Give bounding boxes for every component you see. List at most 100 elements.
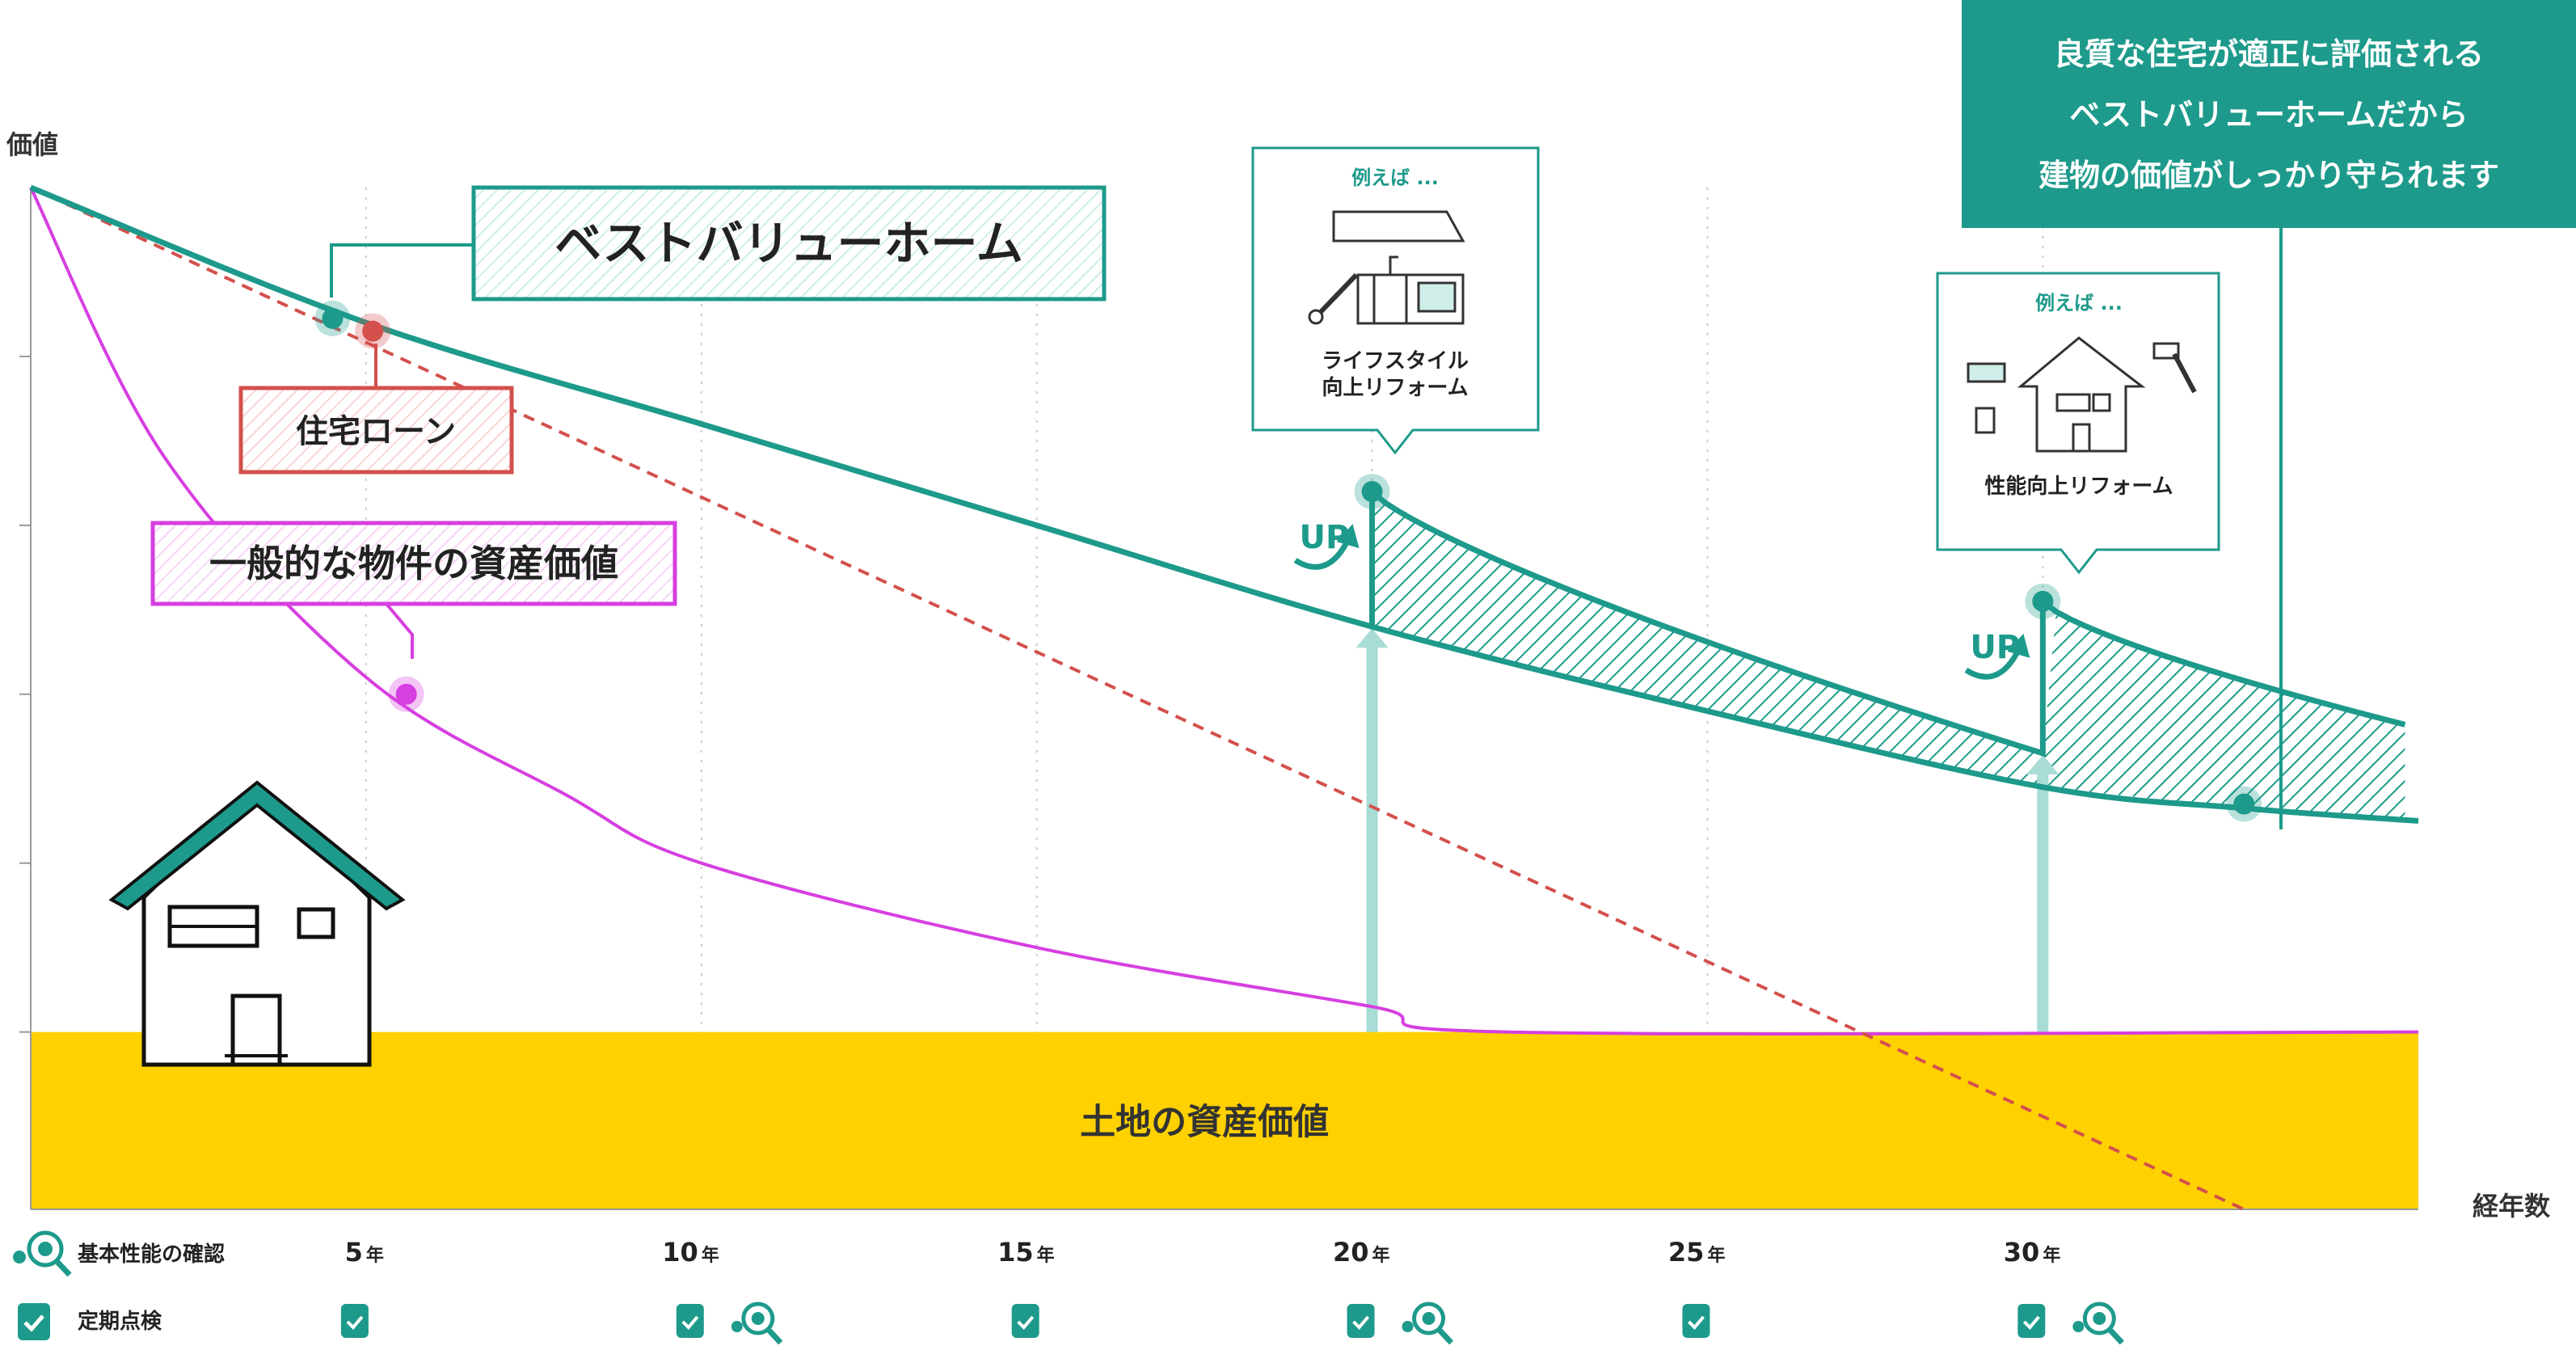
land-value-label: 土地の資産価値 bbox=[1080, 1101, 1329, 1142]
reform-callout-performance: 例えば ... 性能向上リフォーム bbox=[1936, 272, 2220, 575]
checklist-body bbox=[2017, 1304, 2046, 1338]
y-ticks bbox=[19, 355, 31, 1033]
checklist-check bbox=[346, 1315, 364, 1330]
banner-line-1: 良質な住宅が適正に評価される bbox=[2054, 36, 2484, 72]
legend-item-checkup: 定期点検 bbox=[18, 1303, 162, 1340]
bvh-line bbox=[29, 184, 2419, 824]
axes: 価値 経年数 bbox=[6, 129, 2551, 1221]
gear-dot bbox=[731, 1321, 743, 1332]
callout-line-1: 性能向上リフォーム bbox=[1984, 474, 2173, 499]
inspection-icon bbox=[1402, 1301, 1454, 1345]
x-tick-unit: 年 bbox=[1707, 1245, 1725, 1266]
legend-item-inspection: 基本性能の確認 bbox=[13, 1230, 225, 1277]
marker-dot bbox=[395, 683, 417, 705]
legend-label: 定期点検 bbox=[78, 1309, 162, 1334]
general-label: 一般的な物件の資産価値 bbox=[209, 542, 618, 585]
up-arrow-shaft bbox=[2037, 762, 2049, 1032]
bvh-label: ベストバリューホーム bbox=[554, 216, 1022, 271]
up-curve bbox=[1964, 648, 2022, 680]
x-tick-unit: 年 bbox=[702, 1245, 719, 1266]
gear-dot bbox=[1402, 1321, 1414, 1332]
callout-line-2: 向上リフォーム bbox=[1322, 375, 1468, 400]
callout-title: 例えば ... bbox=[1351, 167, 1439, 189]
house-door bbox=[230, 994, 282, 1067]
checklist-check bbox=[2022, 1315, 2040, 1330]
checklist-icon bbox=[676, 1304, 704, 1338]
gear-dot bbox=[2072, 1321, 2085, 1332]
general-connector bbox=[385, 602, 414, 659]
marker-dot bbox=[2032, 590, 2054, 612]
checklist-check bbox=[1352, 1315, 1370, 1330]
banner-line-2: ベストバリューホームだから bbox=[2069, 97, 2468, 133]
up-arrow-head bbox=[1355, 628, 1389, 648]
x-tick-unit: 年 bbox=[1372, 1245, 1390, 1266]
inspection-icon bbox=[2072, 1301, 2124, 1345]
x-tick-unit: 年 bbox=[1037, 1245, 1055, 1266]
up-arrow-head bbox=[2026, 754, 2060, 774]
y-axis-label: 価値 bbox=[6, 129, 58, 160]
loan-label-box: 住宅ローン bbox=[238, 386, 514, 475]
x-axis-label: 経年数 bbox=[2473, 1191, 2551, 1221]
up-arrow-shaft bbox=[1366, 636, 1378, 1032]
up-curve-head bbox=[2007, 633, 2030, 658]
banner-line-3: 建物の価値がしっかり守られます bbox=[2038, 158, 2499, 193]
x-tick-label: 15 bbox=[997, 1237, 1034, 1268]
x-tick-unit: 年 bbox=[2043, 1245, 2060, 1266]
lens-ring bbox=[2082, 1301, 2116, 1335]
up-curve bbox=[1293, 538, 1351, 570]
land-value-bar bbox=[31, 1031, 2418, 1209]
lens-handle bbox=[2107, 1327, 2124, 1345]
inspection-icon bbox=[13, 1230, 72, 1277]
callout-title: 例えば ... bbox=[2035, 292, 2123, 314]
house-illustration bbox=[108, 780, 406, 1067]
lens-handle bbox=[1436, 1327, 1454, 1345]
checklist-icon bbox=[2017, 1304, 2046, 1338]
point-markers bbox=[314, 300, 2262, 822]
marker-dot bbox=[2233, 793, 2255, 815]
lens-ring bbox=[1412, 1301, 1446, 1335]
checklist-check bbox=[681, 1315, 699, 1330]
marker-dot bbox=[362, 320, 384, 342]
legend-label: 基本性能の確認 bbox=[78, 1242, 225, 1267]
lens-center bbox=[2093, 1312, 2106, 1325]
inspection-legend: 基本性能の確認 定期点検 bbox=[13, 1230, 225, 1340]
kitchen-icon bbox=[1308, 210, 1465, 325]
checklist-body bbox=[1347, 1304, 1375, 1338]
checklist-body bbox=[340, 1304, 369, 1338]
checklist-icon bbox=[1682, 1304, 1710, 1338]
reform-gain-hatch bbox=[1372, 491, 2405, 821]
x-tick-label: 20 bbox=[1333, 1237, 1369, 1268]
checklist-icon bbox=[18, 1303, 50, 1340]
checklist-body bbox=[1682, 1304, 1710, 1338]
x-tick-label: 5 bbox=[345, 1237, 363, 1268]
land-value-band: 土地の資産価値 bbox=[31, 1031, 2418, 1209]
x-tick-label: 30 bbox=[2004, 1237, 2040, 1268]
reform-callout-lifestyle: 例えば ... ライフスタイル 向上リフォーム bbox=[1251, 146, 1540, 455]
inspection-icon bbox=[731, 1301, 783, 1345]
lens-center bbox=[1422, 1312, 1436, 1325]
reform-gain-area bbox=[1372, 491, 2405, 821]
checklist-icon bbox=[1011, 1304, 1039, 1338]
callout-line-1: ライフスタイル bbox=[1322, 349, 1469, 373]
checklist-body bbox=[676, 1304, 704, 1338]
x-tick-label: 25 bbox=[1668, 1237, 1705, 1268]
lens-center bbox=[751, 1312, 765, 1325]
marker-dot bbox=[1361, 481, 1383, 503]
label-connectors bbox=[330, 228, 2283, 829]
house-window-small bbox=[297, 907, 335, 939]
marker-dot bbox=[322, 307, 344, 329]
checklist-icon bbox=[1347, 1304, 1375, 1338]
checklist-body bbox=[1011, 1304, 1039, 1338]
lens-handle bbox=[766, 1327, 783, 1345]
x-tick-unit: 年 bbox=[366, 1245, 384, 1266]
reform-value-line bbox=[1369, 485, 2406, 757]
house-roof bbox=[108, 780, 406, 911]
inspection-schedule bbox=[340, 1301, 2124, 1345]
checklist-check bbox=[1688, 1315, 1705, 1330]
checklist-icon bbox=[340, 1304, 369, 1338]
bvh-label-box: ベストバリューホーム bbox=[471, 185, 1107, 302]
general-label-box: 一般的な物件の資産価値 bbox=[150, 521, 677, 606]
